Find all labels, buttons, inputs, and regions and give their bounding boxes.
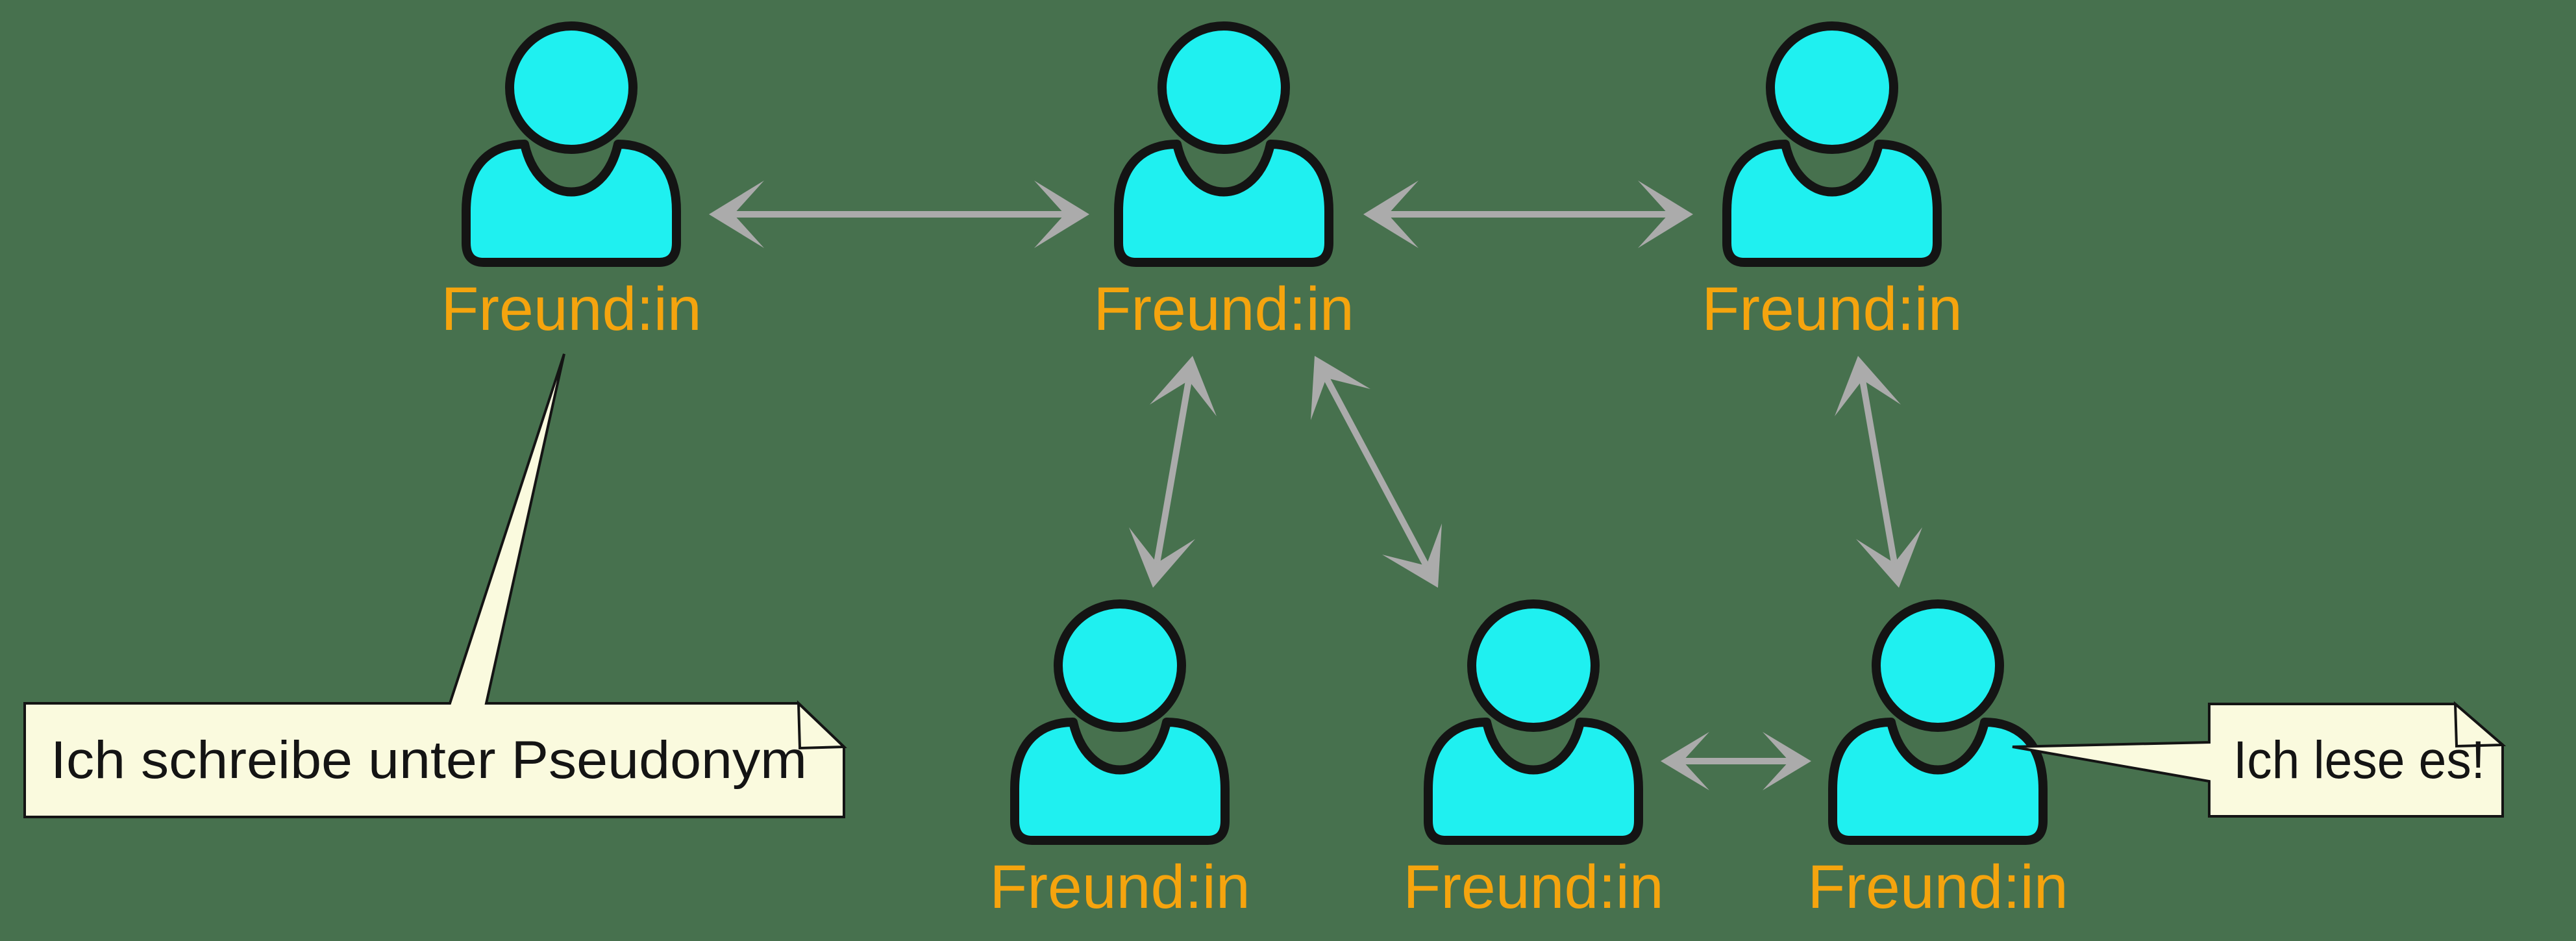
person-label: Freund:in (1093, 275, 1354, 344)
person-label: Freund:in (441, 275, 701, 344)
arrowhead-down (1129, 527, 1195, 588)
arrow-topleft-topmiddle (709, 181, 1089, 248)
person-bottom-middle: Freund:in (1403, 604, 1664, 922)
persons-layer: Freund:in Freund:in Freund:in Freund:in … (441, 26, 2068, 922)
arrow-shaft (1323, 376, 1430, 568)
arrow-bottommiddle-bottomright (1661, 732, 1811, 790)
person-bottom-left: Freund:in (989, 604, 1250, 922)
arrowhead-left (1661, 732, 1709, 790)
arrow-topmiddle-topright (1363, 181, 1693, 248)
arrowhead-right (1034, 181, 1089, 248)
callout-right-folded-corner (2453, 701, 2507, 748)
arrowhead-down (1856, 527, 1922, 588)
callout-left-text: Ich schreibe unter Pseudonym (51, 731, 807, 790)
person-label: Freund:in (1807, 853, 2068, 922)
person-label: Freund:in (1702, 275, 1962, 344)
person-top-left: Freund:in (441, 26, 702, 344)
arrowhead-left (1363, 181, 1418, 248)
person-top-middle: Freund:in (1093, 26, 1354, 344)
arrowhead-up (1835, 356, 1901, 416)
callout-left-bubble (23, 353, 845, 818)
arrowhead-down (1382, 523, 1442, 588)
arrows-layer (709, 181, 1922, 790)
arrowhead-right (1763, 732, 1811, 790)
person-label: Freund:in (989, 853, 1250, 922)
arrowhead-up (1311, 356, 1370, 420)
callout-left: Ich schreibe unter Pseudonym (23, 353, 847, 818)
callout-right-text: Ich lese es! (2233, 731, 2485, 790)
arrowhead-left (709, 181, 764, 248)
arrow-topmiddle-bottommiddle (1311, 356, 1442, 588)
person-bottom-right: Freund:in (1807, 604, 2068, 922)
callout-right: Ich lese es! (2012, 701, 2507, 818)
arrow-shaft (1154, 380, 1192, 564)
person-label: Freund:in (1403, 853, 1663, 922)
arrow-topright-bottomright (1835, 356, 1922, 588)
arrowhead-right (1638, 181, 1693, 248)
callout-left-folded-corner (797, 700, 847, 750)
arrow-shaft (1859, 379, 1898, 564)
arrowhead-up (1150, 356, 1217, 416)
arrow-topmiddle-bottomleft (1129, 356, 1217, 588)
person-top-right: Freund:in (1702, 26, 1963, 344)
